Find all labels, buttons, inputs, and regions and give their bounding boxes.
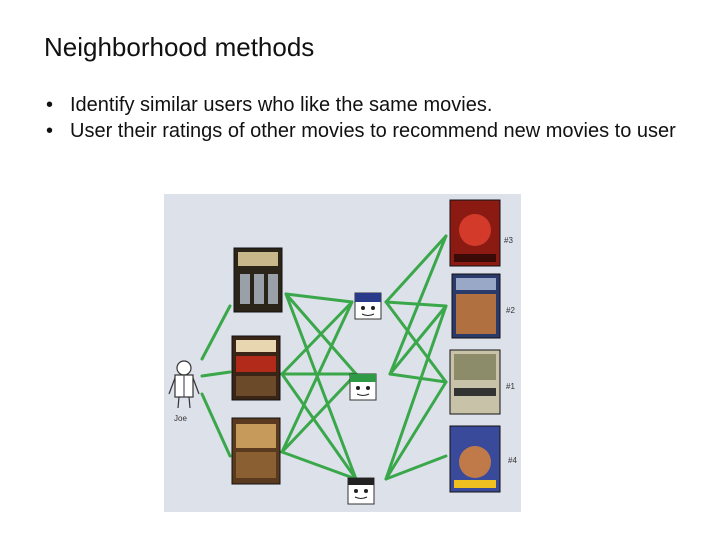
movie-poster-rec-4 [449,425,501,493]
joe-figure [168,360,200,409]
line-movie-a-user-3 [284,292,358,481]
similar-user-face-3 [347,477,375,505]
bullet-item: • User their ratings of other movies to r… [44,118,694,144]
slide-title: Neighborhood methods [44,32,315,62]
line-movie-b-user-3 [280,372,358,481]
rank-label: #3 [504,236,513,245]
line-movie-c-user-3 [280,450,358,481]
rank-label: #4 [508,456,517,465]
movie-poster-action-film [231,417,281,485]
line-joe-movie-c [200,392,232,458]
line-user-3-rec-1 [384,380,448,481]
line-user-2-rec-2 [388,304,448,376]
line-movie-b-user-1 [280,300,354,376]
line-user-1-rec-3 [384,234,448,304]
line-user-3-rec-2 [384,304,448,481]
line-user-3-rec-4 [384,454,448,481]
movie-poster-rec-1 [449,349,501,415]
line-joe-movie-a [200,304,232,361]
bullet-text: Identify similar users who like the same… [70,94,493,116]
movie-poster-star-wars [233,247,283,313]
bullet-item: • Identify similar users who like the sam… [44,92,694,118]
line-user-2-rec-1 [388,372,448,384]
line-movie-c-user-1 [280,300,354,454]
diagram-canvas [168,199,501,505]
line-movie-c-user-2 [280,372,358,454]
rank-label: #2 [506,306,515,315]
line-user-1-rec-2 [384,300,448,308]
line-movie-a-user-1 [284,292,354,304]
connection-lines [200,234,448,481]
movie-poster-rec-3 [449,199,501,267]
bullet-dot: • [46,120,54,142]
rank-label: #1 [506,382,515,391]
bullet-text: User their ratings of other movies to re… [70,120,676,142]
similar-user-face-2 [349,373,377,401]
bullet-dot: • [46,94,54,116]
joe-label: Joe [174,414,187,423]
movie-poster-war-film [231,335,281,401]
neighborhood-diagram: Joe #3 #2 #1 #4 [164,194,521,512]
similar-user-face-1 [354,292,382,320]
bullet-list: • Identify similar users who like the sam… [44,92,694,144]
movie-poster-rec-2 [451,273,501,339]
line-joe-movie-b [200,370,232,378]
line-user-2-rec-3 [388,234,448,376]
